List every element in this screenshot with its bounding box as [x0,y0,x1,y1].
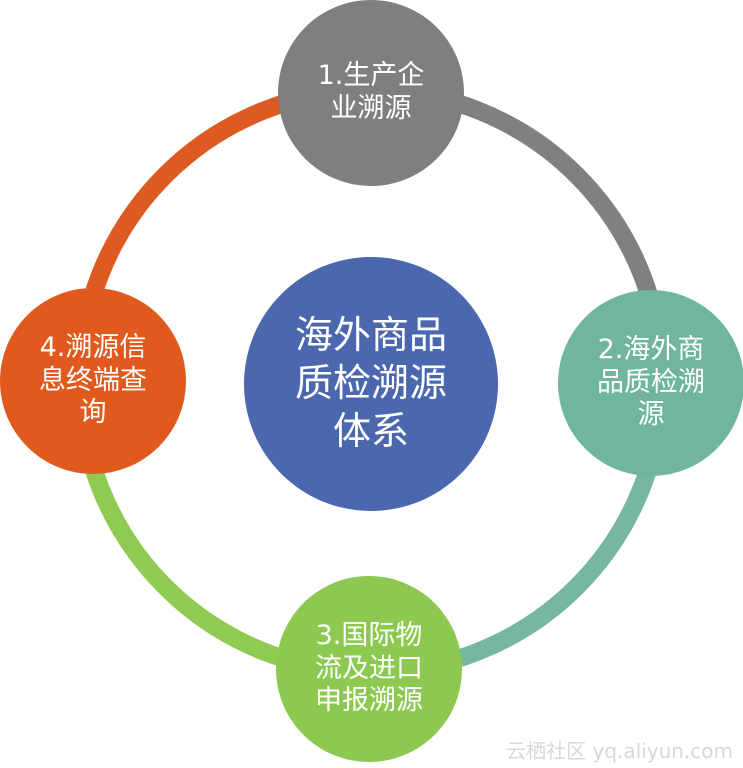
node-quality-inspection-traceability: 2.海外商 品质检溯 源 [558,290,743,476]
node-3-label: 3.国际物 流及进口 申报溯源 [315,619,423,717]
node-production-traceability: 1.生产企 业溯源 [278,0,464,186]
center-node-label: 海外商品 质检溯源 体系 [294,313,447,453]
center-node: 海外商品 质检溯源 体系 [244,257,498,511]
node-terminal-query: 4.溯源信 息终端查 询 [0,288,186,474]
node-4-label: 4.溯源信 息终端查 询 [39,331,147,429]
node-logistics-declaration-traceability: 3.国际物 流及进口 申报溯源 [276,576,462,762]
node-2-label: 2.海外商 品质检溯 源 [597,333,705,431]
watermark: 云栖社区 yq.aliyun.com [506,739,733,763]
node-1-label: 1.生产企 业溯源 [317,60,425,124]
